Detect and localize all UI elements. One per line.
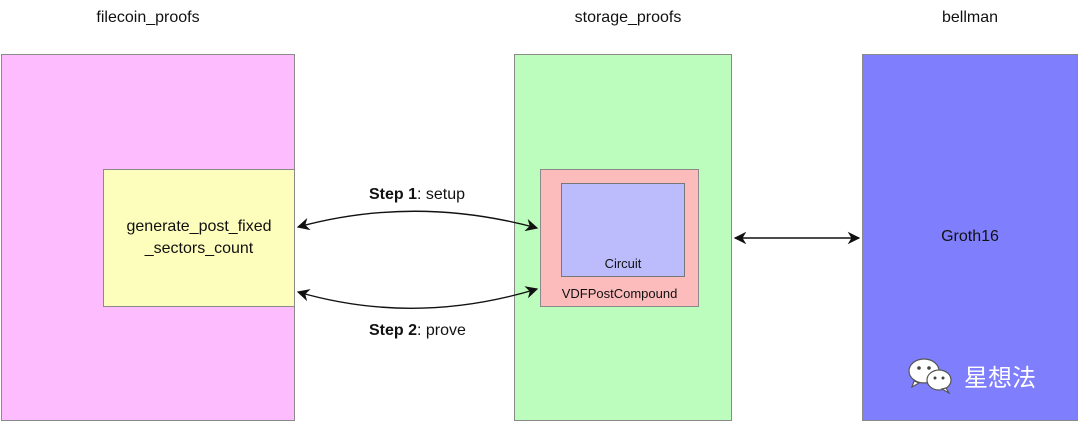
step-1-bold: Step 1 [369,186,418,203]
step-1-text: : setup [417,186,466,203]
bellman-title: bellman [941,9,999,26]
step-1-arrow [296,210,539,232]
wechat-icon [908,358,952,394]
step-2-label: Step 2: prove [369,322,466,340]
function-label-line-1: generate_post_fixed [126,218,272,235]
filecoin-proofs-title: filecoin_proofs [96,9,200,26]
circuit-box [561,183,685,277]
watermark-text: 星想法 [964,363,1036,392]
generate-post-function-box: generate_post_fixed _sectors_count [103,169,295,307]
step-2-arrow [296,286,539,309]
step-1-label: Step 1: setup [369,186,465,204]
watermark: 星想法 [906,356,1036,394]
groth16-label: Groth16 [941,228,999,245]
step-2-bold: Step 2 [369,322,418,339]
vdf-post-compound-label: VDFPostCompound [561,286,678,301]
circuit-label: Circuit [604,256,642,271]
storage-proofs-title: storage_proofs [574,9,682,26]
generate-post-function-label: generate_post_fixed _sectors_count [127,216,272,260]
step-2-text: : prove [417,322,466,339]
bellman-box [862,54,1078,421]
function-label-line-2: _sectors_count [144,240,254,257]
